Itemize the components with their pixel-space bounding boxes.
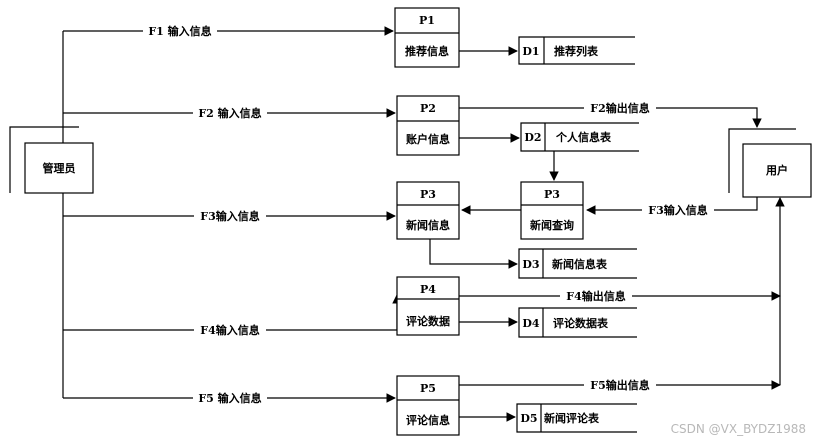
store-d3-name: 新闻信息表: [552, 257, 608, 271]
entity-user-shadow: [728, 128, 796, 193]
store-d2-id: D2: [524, 131, 541, 144]
label-f5-input: F5 输入信息: [198, 391, 261, 405]
store-d2: D2 个人信息表: [520, 122, 639, 152]
store-d1-name: 推荐列表: [554, 44, 599, 58]
entity-admin-box: [24, 142, 94, 194]
store-d3: D3 新闻信息表: [518, 248, 637, 279]
flow-f2-output: [459, 107, 762, 128]
process-p1-box: [394, 7, 460, 68]
store-d5-name: 新闻评论表: [544, 411, 600, 425]
label-f4-output: F4输出信息: [566, 289, 625, 303]
process-p5-name: 评论信息: [406, 413, 450, 427]
process-p4: P4 评论数据: [396, 276, 460, 336]
store-d1-id: D1: [522, 45, 539, 58]
entity-admin: 管理员: [9, 126, 94, 194]
label-f2-output: F2输出信息: [590, 101, 649, 115]
entity-user-box: [742, 143, 812, 198]
label-f4-input: F4输入信息: [200, 323, 259, 337]
entity-admin-shadow: [9, 126, 79, 193]
label-f5-output: F5输出信息: [590, 378, 649, 392]
process-p3-query-box: [520, 181, 584, 240]
store-d4-id: D4: [522, 317, 540, 330]
process-p3-news-id: P3: [420, 188, 436, 201]
process-p4-id: P4: [420, 283, 436, 296]
process-p1: P1 推荐信息: [394, 7, 460, 68]
process-p3-news-name: 新闻信息: [406, 218, 450, 232]
label-f2-input: F2 输入信息: [198, 106, 261, 120]
process-p5-box: [396, 375, 460, 436]
entity-admin-label: 管理员: [43, 161, 76, 175]
process-p4-name: 评论数据: [406, 314, 450, 328]
store-d4-name: 评论数据表: [553, 316, 609, 330]
store-d1: D1 推荐列表: [518, 36, 635, 65]
flow-labels: F1 输入信息 F2 输入信息 F2输出信息 F3输入信息 F3输入信息 F4输…: [143, 24, 714, 405]
process-p2-box: [396, 95, 460, 156]
process-p5-id: P5: [420, 382, 436, 395]
process-p5: P5 评论信息: [396, 375, 460, 436]
label-f3-input-user: F3输入信息: [648, 203, 707, 217]
process-p1-id: P1: [419, 14, 435, 27]
entity-user-label: 用户: [766, 163, 788, 177]
process-p3-query-name: 新闻查询: [530, 218, 574, 232]
flow-p3news-d3: [429, 239, 518, 269]
process-p2-id: P2: [420, 102, 436, 115]
entity-user: 用户: [728, 128, 812, 198]
process-p3-query-id: P3: [544, 188, 560, 201]
label-f1-input: F1 输入信息: [148, 24, 211, 38]
process-p4-box: [396, 276, 460, 336]
store-d4: D4 评论数据表: [518, 307, 637, 338]
process-p3-news: P3 新闻信息: [396, 181, 460, 240]
process-p2-name: 账户信息: [406, 132, 450, 146]
store-d2-name: 个人信息表: [555, 130, 612, 144]
process-p2: P2 账户信息: [396, 95, 460, 156]
label-f3-input-admin: F3输入信息: [200, 209, 259, 223]
store-d3-id: D3: [522, 258, 539, 271]
process-p3-news-box: [396, 181, 460, 240]
store-d5: D5 新闻评论表: [516, 403, 637, 433]
watermark: CSDN @VX_BYDZ1988: [671, 422, 806, 436]
store-d5-id: D5: [520, 412, 537, 425]
process-p3-query: P3 新闻查询: [520, 181, 584, 240]
process-p1-name: 推荐信息: [405, 44, 449, 58]
